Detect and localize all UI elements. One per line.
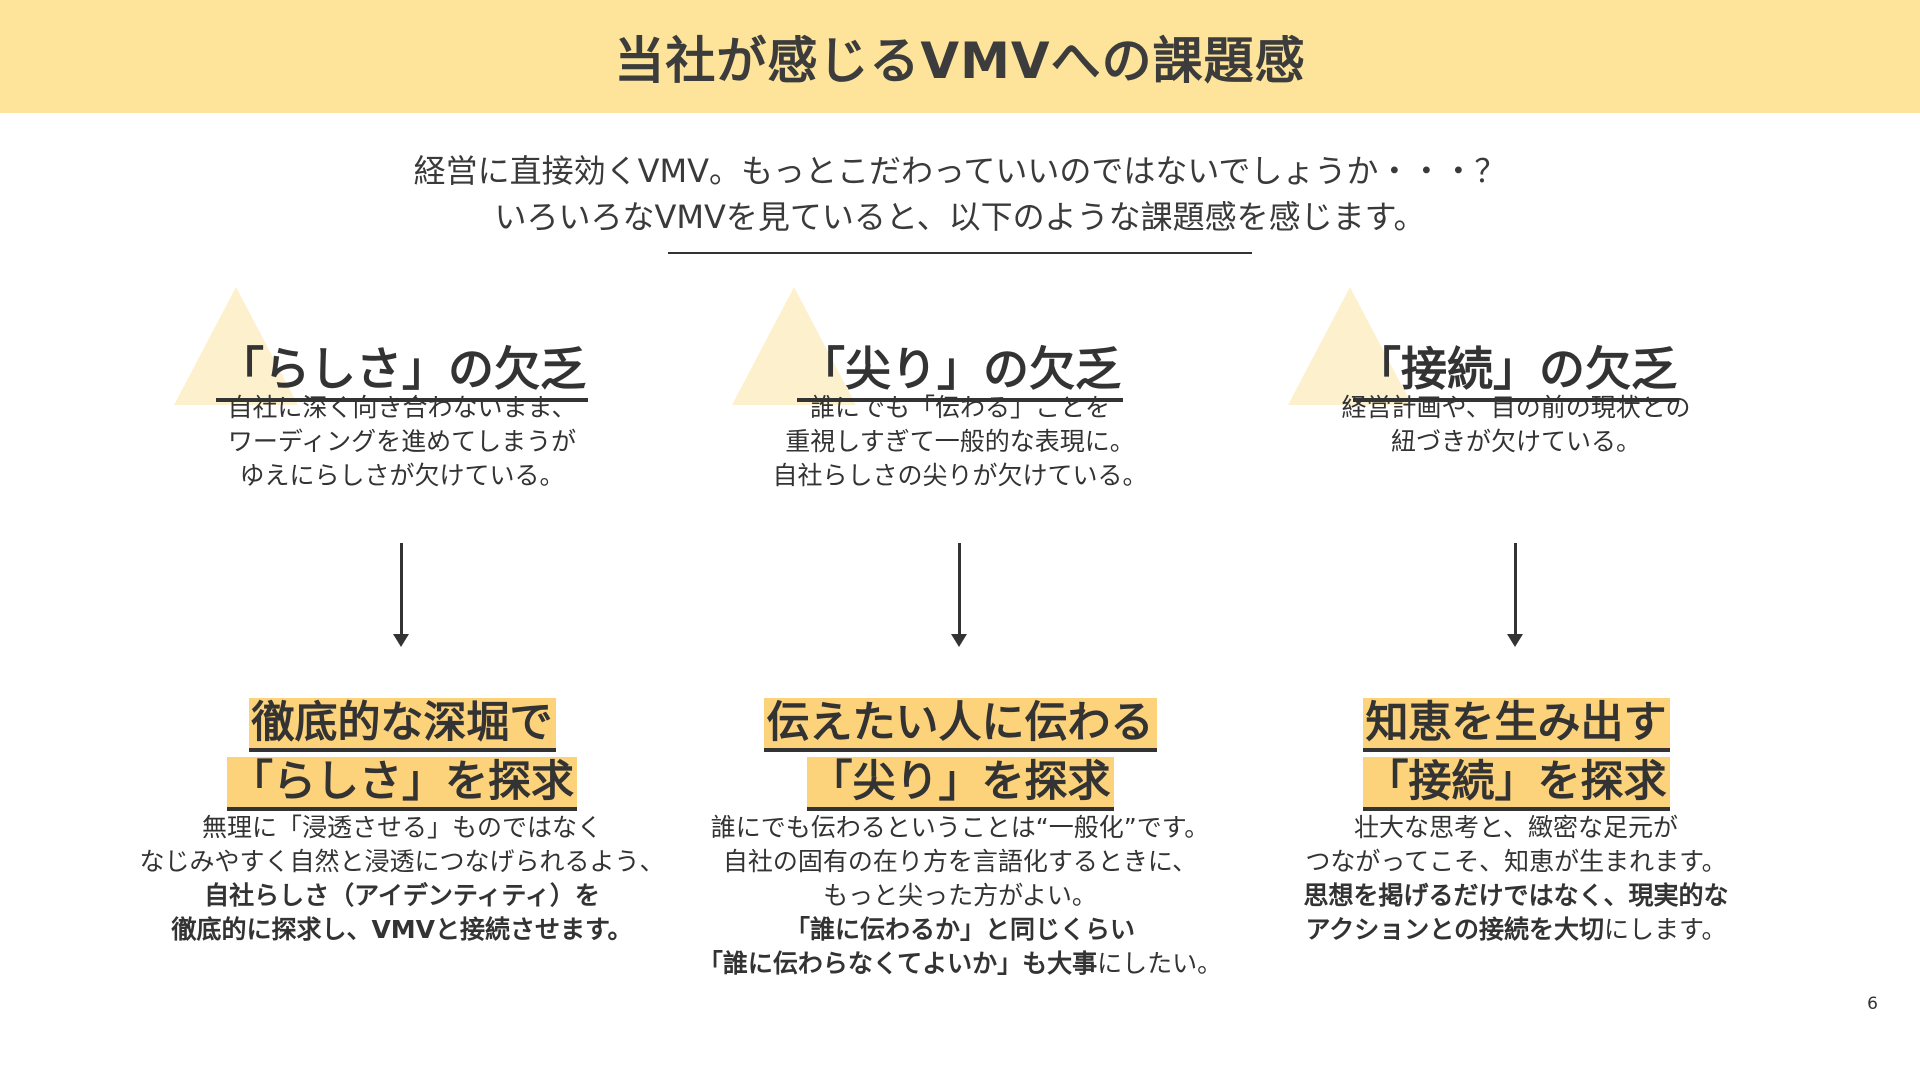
solution-line: 「接続」を探求 [1362,757,1670,811]
page-number: 6 [1867,994,1878,1014]
intro-line-2: いろいろなVMVを見ていると、以下のような課題感を感じます。 [494,198,1426,236]
issue-title: 「接続」の欠乏 [1236,333,1796,402]
desc-line: 壮大な思考と、緻密な足元が [1353,813,1678,842]
desc-bold-line: 思想を掲げるだけではなく、現実的な [1303,881,1729,910]
down-arrow-icon [951,543,967,647]
triangle-decoration [174,287,298,405]
issue-line: 自社らしさの尖りが欠けている。 [772,461,1148,490]
desc-normal-part: にします。 [1604,915,1727,944]
title-bar: 当社が感じるVMVへの課題感 [0,0,1920,113]
issue-line: ゆえにらしさが欠けている。 [239,461,565,490]
intro-text: 経営に直接効くVMV。もっとこだわっていいのではないでしょうか・・・？ いろいろ… [0,148,1920,240]
triangle-decoration [732,287,856,405]
issue-line: 誰にでも「伝わる」ことを [809,393,1110,422]
solution-heading: 伝えたい人に伝わる 「尖り」を探求 [680,695,1240,813]
desc-line: つながってこそ、知恵が生まれます。 [1305,847,1727,876]
desc-bold-line: 徹底的に探求し、VMVと接続させます。 [171,915,633,944]
issue-line: 紐づきが欠けている。 [1390,427,1641,456]
solution-description: 誰にでも伝わるということは“一般化”です。 自社の固有の在り方を言語化するときに… [680,811,1240,981]
desc-line: 自社の固有の在り方を言語化するときに、 [722,847,1198,876]
triangle-decoration [1288,287,1412,405]
slide-title: 当社が感じるVMVへの課題感 [614,31,1306,90]
desc-mixed-line: アクションとの接続を大切にします。 [1236,913,1796,947]
desc-line: もっと尖った方がよい。 [823,881,1097,910]
solution-heading: 徹底的な深堀で 「らしさ」を探求 [122,695,682,813]
issue-title: 「尖り」の欠乏 [680,333,1240,402]
down-arrow-icon [1507,543,1523,647]
column-togari: 「尖り」の欠乏 誰にでも「伝わる」ことを 重視しすぎて一般的な表現に。 自社らし… [680,285,1240,1005]
issue-description: 経営計画や、目の前の現状との 紐づきが欠けている。 [1236,391,1796,459]
desc-bold-line: 自社らしさ（アイデンティティ）を [204,881,600,910]
issue-line: 自社に深く向き合わないまま、 [227,393,577,422]
intro-line-1: 経営に直接効くVMV。もっとこだわっていいのではないでしょうか・・・？ [413,152,1507,190]
solution-line: 伝えたい人に伝わる [763,698,1157,752]
solution-line: 徹底的な深堀で [248,698,556,752]
desc-line: なじみやすく自然と浸透につなげられるよう、 [139,847,665,876]
solution-line: 知恵を生み出す [1362,698,1670,752]
desc-line: 無理に「浸透させる」ものではなく [201,813,602,842]
issue-title-text: 「接続」の欠乏 [1353,342,1679,402]
solution-heading: 知恵を生み出す 「接続」を探求 [1236,695,1796,813]
issue-line: 経営計画や、目の前の現状との [1341,393,1691,422]
column-setsuzoku: 「接続」の欠乏 経営計画や、目の前の現状との 紐づきが欠けている。 知恵を生み出… [1236,285,1796,1005]
issue-description: 自社に深く向き合わないまま、 ワーディングを進めてしまうが ゆえにらしさが欠けて… [122,391,682,493]
solution-description: 無理に「浸透させる」ものではなく なじみやすく自然と浸透につなげられるよう、 自… [122,811,682,947]
down-arrow-icon [393,543,409,647]
issue-line: 重視しすぎて一般的な表現に。 [785,427,1135,456]
desc-line: 誰にでも伝わるということは“一般化”です。 [710,813,1210,842]
issue-title: 「らしさ」の欠乏 [122,333,682,402]
desc-mixed-line: 「誰に伝わらなくてよいか」も大事にしたい。 [680,947,1240,981]
desc-normal-part: にしたい。 [1097,949,1223,978]
issue-description: 誰にでも「伝わる」ことを 重視しすぎて一般的な表現に。 自社らしさの尖りが欠けて… [680,391,1240,493]
solution-description: 壮大な思考と、緻密な足元が つながってこそ、知恵が生まれます。 思想を掲げるだけ… [1236,811,1796,947]
column-rashisa: 「らしさ」の欠乏 自社に深く向き合わないまま、 ワーディングを進めてしまうが ゆ… [122,285,682,1005]
desc-bold-part: 「誰に伝わらなくてよいか」も大事 [697,949,1098,978]
desc-bold-part: アクションとの接続を大切 [1305,915,1604,944]
solution-line: 「尖り」を探求 [806,757,1114,811]
solution-line: 「らしさ」を探求 [227,757,577,811]
desc-bold-line: 「誰に伝わるか」と同じくらい [784,915,1135,944]
issue-title-text: 「らしさ」の欠乏 [216,342,588,402]
issue-title-text: 「尖り」の欠乏 [797,342,1123,402]
issue-line: ワーディングを進めてしまうが [227,427,577,456]
intro-divider [668,252,1252,254]
